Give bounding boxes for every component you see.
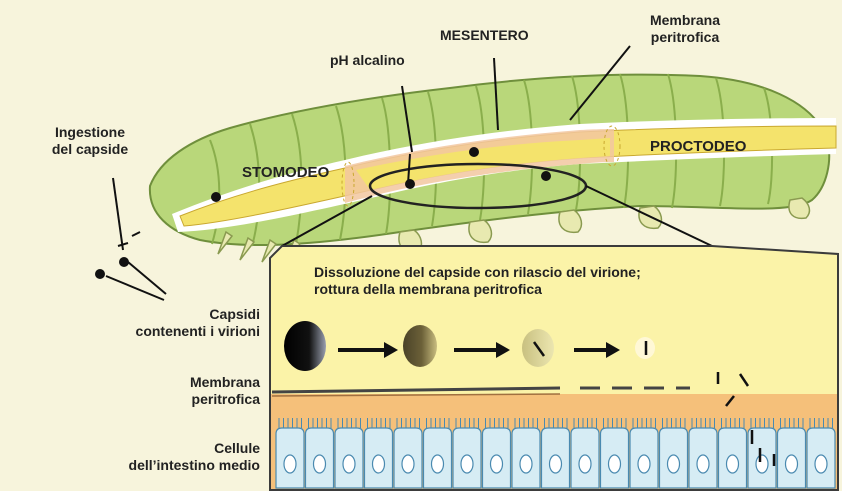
cell-nucleus bbox=[786, 455, 798, 473]
capsidi-label: Capsidi contenenti i virioni bbox=[80, 306, 260, 340]
cell-nucleus bbox=[609, 455, 621, 473]
mesentero-label: MESENTERO bbox=[440, 27, 529, 44]
cell-nucleus bbox=[432, 455, 444, 473]
proctodeo-label: PROCTODEO bbox=[650, 138, 746, 155]
membrana-top-line-2: peritrofica bbox=[630, 29, 740, 46]
stomodeo-label: STOMODEO bbox=[242, 164, 329, 181]
cell-nucleus bbox=[697, 455, 709, 473]
cell-nucleus bbox=[638, 455, 650, 473]
cell-nucleus bbox=[579, 455, 591, 473]
cell-nucleus bbox=[727, 455, 739, 473]
membrana-left-label: Membrana peritrofica bbox=[80, 374, 260, 408]
cellule-line-2: dell’intestino medio bbox=[80, 457, 260, 474]
cell-nucleus bbox=[402, 455, 414, 473]
cell-nucleus bbox=[815, 455, 827, 473]
capsidi-line-2: contenenti i virioni bbox=[80, 323, 260, 340]
dissoluzione-label: Dissoluzione del capside con rilascio de… bbox=[314, 264, 641, 298]
cell-nucleus bbox=[284, 455, 296, 473]
ingested-capsids bbox=[95, 232, 140, 279]
capsidi-line-1: Capsidi bbox=[80, 306, 260, 323]
dissoluzione-line-1: Dissoluzione del capside con rilascio de… bbox=[314, 264, 641, 281]
cell-nucleus bbox=[461, 455, 473, 473]
cell-nucleus bbox=[756, 455, 768, 473]
dissoluzione-line-2: rottura della membrana peritrofica bbox=[314, 281, 641, 298]
cell-nucleus bbox=[314, 455, 326, 473]
cell-nucleus bbox=[343, 455, 355, 473]
membrana-top-line-1: Membrana bbox=[630, 12, 740, 29]
cellule-label: Cellule dell’intestino medio bbox=[80, 440, 260, 474]
ingestione-label: Ingestione del capside bbox=[10, 124, 170, 158]
cell-nucleus bbox=[668, 455, 680, 473]
cell-nucleus bbox=[550, 455, 562, 473]
membrana-left-line-2: peritrofica bbox=[80, 391, 260, 408]
cell-nucleus bbox=[491, 455, 503, 473]
membrana-left-line-1: Membrana bbox=[80, 374, 260, 391]
cell-nucleus bbox=[520, 455, 532, 473]
ph-label: pH alcalino bbox=[330, 52, 405, 69]
ingestione-line-1: Ingestione bbox=[10, 124, 170, 141]
ingestione-line-2: del capside bbox=[10, 141, 170, 158]
cellule-line-1: Cellule bbox=[80, 440, 260, 457]
cell-nucleus bbox=[373, 455, 385, 473]
membrana-top-label: Membrana peritrofica bbox=[630, 12, 740, 46]
